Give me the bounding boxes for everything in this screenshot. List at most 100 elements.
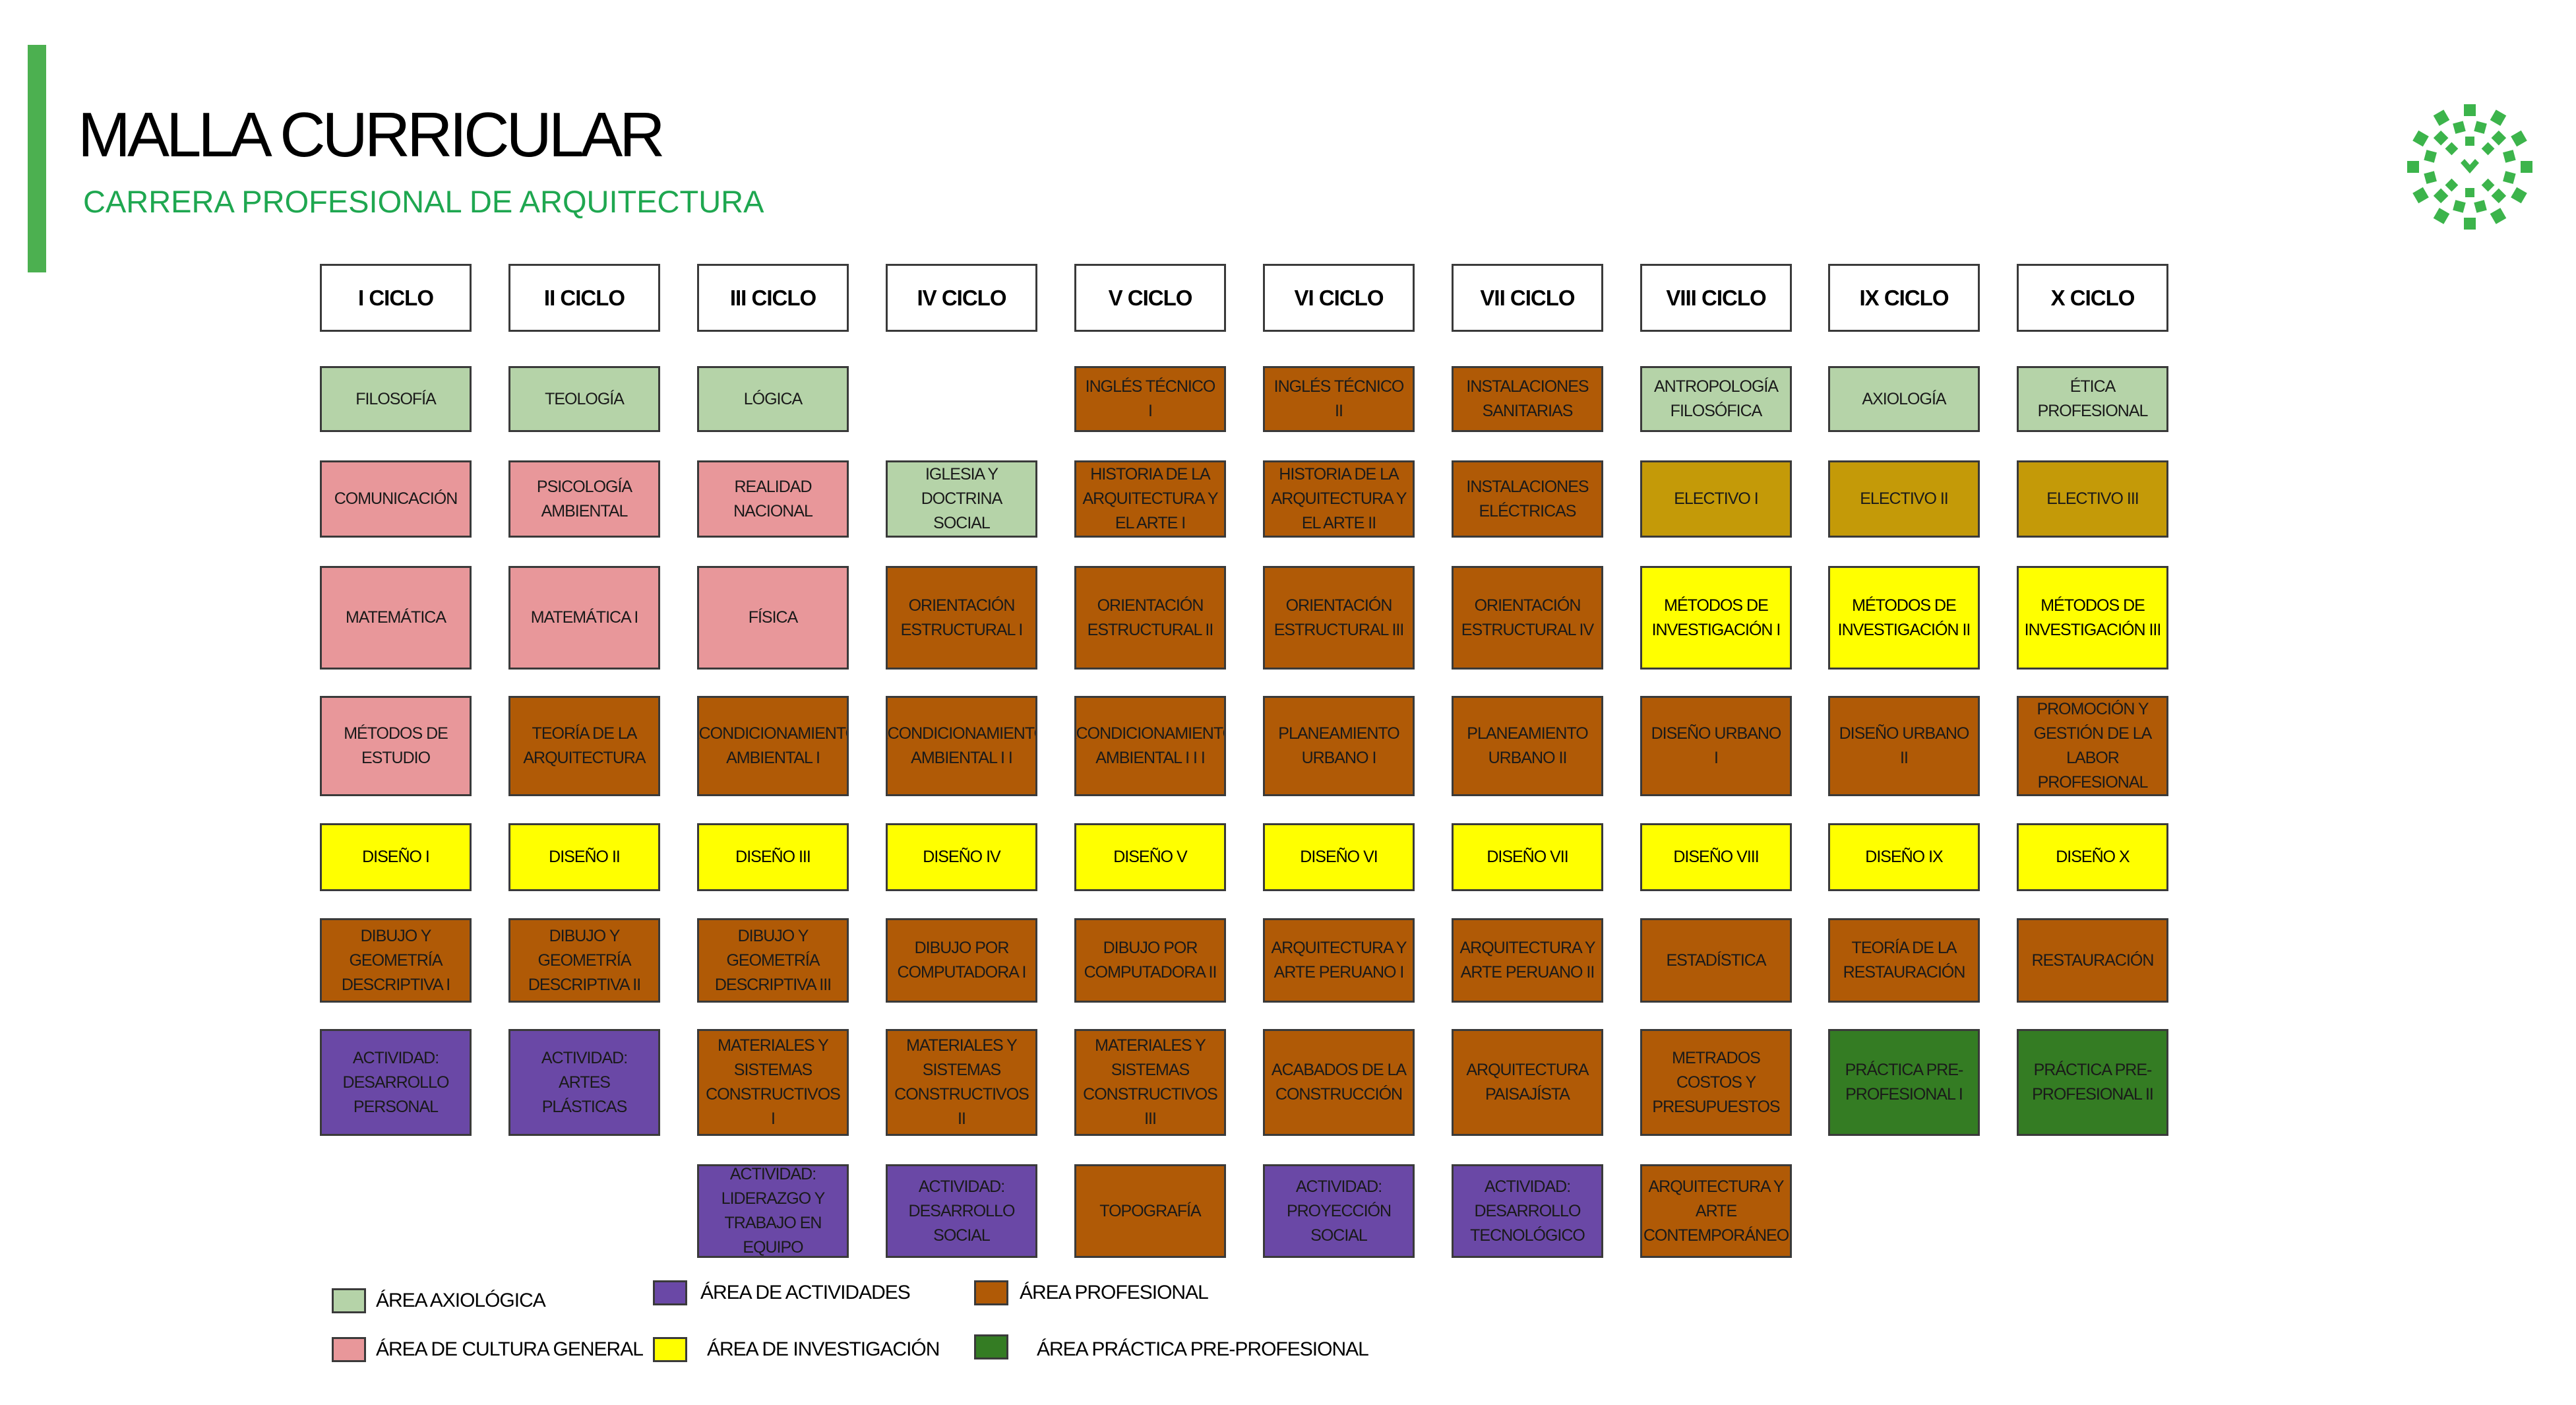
cycle-header-2: II CICLO	[508, 264, 660, 332]
course-metodos-de-investigacion-iii: MÉTODOS DE INVESTIGACIÓN III	[2017, 566, 2168, 670]
course-matematica: MATEMÁTICA	[320, 566, 472, 670]
page-subtitle: CARRERA PROFESIONAL DE ARQUITECTURA	[83, 184, 764, 219]
cycle-header-1: I CICLO	[320, 264, 472, 332]
course-diseno-v: DISEÑO V	[1074, 823, 1226, 891]
course-diseno-i: DISEÑO I	[320, 823, 472, 891]
course-logica: LÓGICA	[697, 366, 849, 432]
course-comunicacion: COMUNICACIÓN	[320, 460, 472, 538]
course-practica-pre-profesional-ii: PRÁCTICA PRE- PROFESIONAL II	[2017, 1029, 2168, 1136]
accent-bar	[28, 45, 46, 272]
course-orientacion-estructural-iii: ORIENTACIÓN ESTRUCTURAL III	[1263, 566, 1415, 670]
legend-swatch-area-de-investigacion	[653, 1337, 687, 1362]
course-dibujo-y-geometria-descriptiva-iii: DIBUJO Y GEOMETRÍA DESCRIPTIVA III	[697, 918, 849, 1003]
cycle-header-8: VIII CICLO	[1640, 264, 1792, 332]
course-fisica: FÍSICA	[697, 566, 849, 670]
course-materiales-y-sistemas-constructivos-ii: MATERIALES Y SISTEMAS CONSTRUCTIVOS II	[886, 1029, 1037, 1136]
page-title: MALLA CURRICULAR	[78, 100, 665, 170]
cycle-header-9: IX CICLO	[1828, 264, 1980, 332]
course-orientacion-estructural-iv: ORIENTACIÓN ESTRUCTURAL IV	[1452, 566, 1603, 670]
cycle-header-7: VII CICLO	[1452, 264, 1603, 332]
course-restauracion: RESTAURACIÓN	[2017, 918, 2168, 1003]
legend-label-area-profesional: ÁREA PROFESIONAL	[1020, 1282, 1209, 1303]
university-logo-icon	[2407, 104, 2532, 230]
cycle-header-6: VI CICLO	[1263, 264, 1415, 332]
course-electivo-ii: ELECTIVO II	[1828, 460, 1980, 538]
course-materiales-y-sistemas-constructivos-iii: MATERIALES Y SISTEMAS CONSTRUCTIVOS III	[1074, 1029, 1226, 1136]
course-orientacion-estructural-ii: ORIENTACIÓN ESTRUCTURAL II	[1074, 566, 1226, 670]
course-practica-pre-profesional-i: PRÁCTICA PRE- PROFESIONAL I	[1828, 1029, 1980, 1136]
course-actividad-liderazgo-y-trabajo-en-equipo: ACTIVIDAD: LIDERAZGO Y TRABAJO EN EQUIPO	[697, 1164, 849, 1258]
course-diseno-ii: DISEÑO II	[508, 823, 660, 891]
course-ingles-tecnico-ii: INGLÉS TÉCNICO II	[1263, 366, 1415, 432]
course-materiales-y-sistemas-constructivos-i: MATERIALES Y SISTEMAS CONSTRUCTIVOS I	[697, 1029, 849, 1136]
course-orientacion-estructural-i: ORIENTACIÓN ESTRUCTURAL I	[886, 566, 1037, 670]
course-dibujo-y-geometria-descriptiva-i: DIBUJO Y GEOMETRÍA DESCRIPTIVA I	[320, 918, 472, 1003]
course-estadistica: ESTADÍSTICA	[1640, 918, 1792, 1003]
course-planeamiento-urbano-ii: PLANEAMIENTO URBANO II	[1452, 696, 1603, 796]
course-metodos-de-estudio: MÉTODOS DE ESTUDIO	[320, 696, 472, 796]
course-planeamiento-urbano-i: PLANEAMIENTO URBANO I	[1263, 696, 1415, 796]
course-historia-de-la-arquitectura-y-el-arte-i: HISTORIA DE LA ARQUITECTURA Y EL ARTE I	[1074, 460, 1226, 538]
cycle-header-10: X CICLO	[2017, 264, 2168, 332]
course-axiologia: AXIOLOGÍA	[1828, 366, 1980, 432]
course-diseno-vii: DISEÑO VII	[1452, 823, 1603, 891]
legend-swatch-area-profesional	[974, 1280, 1008, 1305]
course-instalaciones-sanitarias: INSTALACIONES SANITARIAS	[1452, 366, 1603, 432]
legend-label-area-practica-pre-profesional: ÁREA PRÁCTICA PRE-PROFESIONAL	[1037, 1338, 1369, 1360]
course-teologia: TEOLOGÍA	[508, 366, 660, 432]
course-actividad-desarrollo-social: ACTIVIDAD: DESARROLLO SOCIAL	[886, 1164, 1037, 1258]
course-electivo-iii: ELECTIVO III	[2017, 460, 2168, 538]
course-promocion-y-gestion-de-la-labor-profesional: PROMOCIÓN Y GESTIÓN DE LA LABOR PROFESIO…	[2017, 696, 2168, 796]
course-dibujo-y-geometria-descriptiva-ii: DIBUJO Y GEOMETRÍA DESCRIPTIVA II	[508, 918, 660, 1003]
course-iglesia-y-doctrina-social: IGLESIA Y DOCTRINA SOCIAL	[886, 460, 1037, 538]
course-diseno-iv: DISEÑO IV	[886, 823, 1037, 891]
legend-label-area-de-actividades: ÁREA DE ACTIVIDADES	[700, 1282, 911, 1303]
course-diseno-ix: DISEÑO IX	[1828, 823, 1980, 891]
cycle-header-3: III CICLO	[697, 264, 849, 332]
course-realidad-nacional: REALIDAD NACIONAL	[697, 460, 849, 538]
course-actividad-desarrollo-personal: ACTIVIDAD: DESARROLLO PERSONAL	[320, 1029, 472, 1136]
course-filosofia: FILOSOFÍA	[320, 366, 472, 432]
course-arquitectura-y-arte-peruano-i: ARQUITECTURA Y ARTE PERUANO I	[1263, 918, 1415, 1003]
course-ingles-tecnico-i: INGLÉS TÉCNICO I	[1074, 366, 1226, 432]
course-acabados-de-la-construccion: ACABADOS DE LA CONSTRUCCIÓN	[1263, 1029, 1415, 1136]
course-metodos-de-investigacion-i: MÉTODOS DE INVESTIGACIÓN I	[1640, 566, 1792, 670]
course-diseno-urbano-ii: DISEÑO URBANO II	[1828, 696, 1980, 796]
course-actividad-artes-plasticas: ACTIVIDAD: ARTES PLÁSTICAS	[508, 1029, 660, 1136]
legend-swatch-area-de-actividades	[653, 1280, 687, 1305]
course-diseno-urbano-i: DISEÑO URBANO I	[1640, 696, 1792, 796]
course-arquitectura-y-arte-contemporaneo: ARQUITECTURA Y ARTE CONTEMPORÁNEO	[1640, 1164, 1792, 1258]
course-antropologia-filosofica: ANTROPOLOGÍA FILOSÓFICA	[1640, 366, 1792, 432]
course-actividad-proyeccion-social: ACTIVIDAD: PROYECCIÓN SOCIAL	[1263, 1164, 1415, 1258]
course-electivo-i: ELECTIVO I	[1640, 460, 1792, 538]
course-actividad-desarrollo-tecnologico: ACTIVIDAD: DESARROLLO TECNOLÓGICO	[1452, 1164, 1603, 1258]
course-instalaciones-electricas: INSTALACIONES ELÉCTRICAS	[1452, 460, 1603, 538]
course-arquitectura-y-arte-peruano-ii: ARQUITECTURA Y ARTE PERUANO II	[1452, 918, 1603, 1003]
course-diseno-x: DISEÑO X	[2017, 823, 2168, 891]
course-dibujo-por-computadora-i: DIBUJO POR COMPUTADORA I	[886, 918, 1037, 1003]
course-diseno-viii: DISEÑO VIII	[1640, 823, 1792, 891]
course-metrados-costos-y-presupuestos: METRADOS COSTOS Y PRESUPUESTOS	[1640, 1029, 1792, 1136]
course-diseno-vi: DISEÑO VI	[1263, 823, 1415, 891]
legend-label-area-de-investigacion: ÁREA DE INVESTIGACIÓN	[707, 1338, 940, 1360]
course-metodos-de-investigacion-ii: MÉTODOS DE INVESTIGACIÓN II	[1828, 566, 1980, 670]
course-topografia: TOPOGRAFÍA	[1074, 1164, 1226, 1258]
course-dibujo-por-computadora-ii: DIBUJO POR COMPUTADORA II	[1074, 918, 1226, 1003]
cycle-header-4: IV CICLO	[886, 264, 1037, 332]
legend-label-area-de-cultura-general: ÁREA DE CULTURA GENERAL	[376, 1338, 644, 1360]
legend-swatch-area-de-cultura-general	[332, 1337, 366, 1362]
legend-label-area-axiologica: ÁREA AXIOLÓGICA	[376, 1290, 546, 1311]
legend-swatch-area-axiologica	[332, 1288, 366, 1313]
course-matematica-i: MATEMÁTICA I	[508, 566, 660, 670]
cycle-header-5: V CICLO	[1074, 264, 1226, 332]
legend-swatch-area-practica-pre-profesional	[974, 1334, 1008, 1359]
course-diseno-iii: DISEÑO III	[697, 823, 849, 891]
course-teoria-de-la-restauracion: TEORÍA DE LA RESTAURACIÓN	[1828, 918, 1980, 1003]
course-arquitectura-paisajista: ARQUITECTURA PAISAJÍSTA	[1452, 1029, 1603, 1136]
course-psicologia-ambiental: PSICOLOGÍA AMBIENTAL	[508, 460, 660, 538]
course-historia-de-la-arquitectura-y-el-arte-ii: HISTORIA DE LA ARQUITECTURA Y EL ARTE II	[1263, 460, 1415, 538]
course-teoria-de-la-arquitectura: TEORÍA DE LA ARQUITECTURA	[508, 696, 660, 796]
